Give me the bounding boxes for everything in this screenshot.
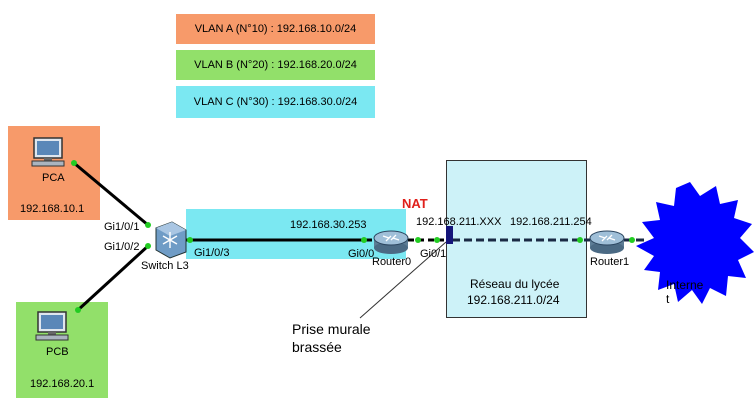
vlan-c-link-zone: [186, 209, 406, 259]
router0-name: Router0: [372, 256, 412, 268]
link-dot: [75, 307, 81, 313]
link-dot: [145, 222, 151, 228]
router0-icon: [373, 230, 409, 254]
pca-ip: 192.168.10.1: [20, 203, 85, 215]
cable-pca-switch: [73, 161, 149, 227]
link-dot: [145, 243, 151, 249]
router0-port-gi0-0: Gi0/0: [348, 248, 375, 260]
switch-port-gi1-0-3: Gi1/0/3: [194, 247, 230, 259]
pcb-ip: 192.168.20.1: [30, 378, 95, 390]
router0-port-gi0-1: Gi0/1: [420, 248, 447, 260]
vlan-a-legend: VLAN A (N°10) : 192.168.10.0/24: [176, 14, 375, 44]
switch-name: Switch L3: [141, 260, 189, 272]
switch-port-gi1-0-1: Gi1/0/1: [104, 221, 140, 233]
prise-label-line2: brassée: [292, 339, 342, 355]
pcb-name: PCB: [46, 346, 69, 358]
internet-label-line2: t: [666, 292, 670, 306]
lycee-ip-left: 192.168.211.XXX: [416, 216, 502, 228]
prise-label-line1: Prise murale: [292, 321, 371, 337]
internet-cloud-icon: [636, 182, 754, 304]
link-dot: [415, 237, 421, 243]
switch-l3-icon: [155, 221, 187, 259]
pca-name: PCA: [42, 172, 65, 184]
switch-port-gi1-0-2: Gi1/0/2: [104, 241, 140, 253]
pca-computer-icon: [31, 137, 65, 167]
router1-icon: [589, 230, 625, 254]
wall-socket-icon: [446, 226, 453, 244]
cable-pcb-switch: [76, 244, 150, 312]
prise-pointer-line: [359, 241, 447, 319]
lycee-network-subnet: 192.168.211.0/24: [467, 293, 560, 307]
lycee-ip-right: 192.168.211.254: [510, 216, 592, 228]
link-dot: [629, 237, 635, 243]
link-dot: [361, 237, 367, 243]
vlan-b-legend: VLAN B (N°20) : 192.168.20.0/24: [176, 50, 375, 80]
nat-label: NAT: [402, 196, 428, 211]
vlan-c-legend: VLAN C (N°30) : 192.168.30.0/24: [176, 86, 375, 118]
link-dot: [577, 237, 583, 243]
link-dot: [434, 237, 440, 243]
link-dot: [187, 237, 193, 243]
router1-name: Router1: [590, 256, 630, 268]
vlan-c-link-ip: 192.168.30.253: [290, 219, 367, 231]
link-dot: [71, 160, 77, 166]
internet-label-line1: Interne: [666, 278, 704, 292]
lycee-network-name: Réseau du lycée: [470, 277, 560, 291]
pcb-computer-icon: [35, 311, 69, 341]
